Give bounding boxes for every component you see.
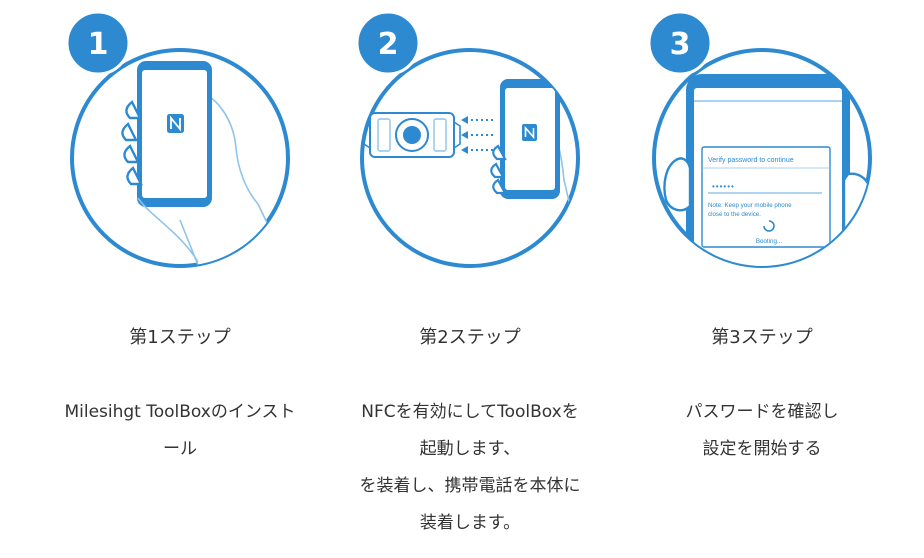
signal-arrows <box>461 116 494 154</box>
step-2: 2 第2ステップ NFCを有効にしてToolBoxを 起動します、 を装着し、携… <box>320 0 620 558</box>
step-3-number-badge: 3 <box>647 10 713 76</box>
step-3-title: 第3ステップ <box>711 327 813 348</box>
dialog-note-line: Note: Keep your mobile phone <box>708 202 792 209</box>
step-3: Verify password to continue •••••• Note:… <box>612 0 912 558</box>
step-1-illustration: 1 <box>65 10 290 268</box>
step-1-title: 第1ステップ <box>129 327 231 348</box>
nfc-icon <box>167 114 184 133</box>
step-2-description-line: 装着します。 <box>419 513 521 533</box>
step-3-illustration: Verify password to continue •••••• Note:… <box>647 10 872 268</box>
step-2-description-line: NFCを有効にしてToolBoxを <box>361 402 579 422</box>
step-1-description-line: ール <box>163 439 197 459</box>
step-1: 1 第1ステップ Milesihgt ToolBoxのインスト ール <box>30 0 330 558</box>
step-1-description-line: Milesihgt ToolBoxのインスト <box>64 402 296 422</box>
step-3-description-line: 設定を開始する <box>702 439 822 459</box>
hand-holding-phone-icon <box>121 61 282 266</box>
step-2-number-badge: 2 <box>355 10 421 76</box>
password-dialog: Verify password to continue •••••• Note:… <box>701 146 831 248</box>
step-3-description: パスワードを確認し 設定を開始する <box>612 394 912 468</box>
step-2-description-line: を装着し、携帯電話を本体に <box>359 476 581 496</box>
step-2-description: NFCを有効にしてToolBoxを 起動します、 を装着し、携帯電話を本体に 装… <box>320 394 620 542</box>
loading-spinner-icon <box>763 220 775 232</box>
step-2-number: 2 <box>378 27 399 62</box>
step-1-number: 1 <box>88 27 109 62</box>
nfc-icon <box>522 124 537 141</box>
step-3-number: 3 <box>670 27 691 62</box>
left-thumb <box>663 157 692 212</box>
step-2-description-line: 起動します、 <box>419 439 521 459</box>
dialog-note-line: close to the device. <box>708 211 761 218</box>
step-1-number-badge: 1 <box>65 10 131 76</box>
step-1-description: Milesihgt ToolBoxのインスト ール <box>30 394 330 468</box>
device-icon <box>363 112 461 158</box>
dialog-status: Booting... <box>756 238 782 245</box>
step-2-illustration: 2 <box>355 10 580 268</box>
dialog-password: •••••• <box>712 182 735 191</box>
step-2-title: 第2ステップ <box>419 327 521 348</box>
dialog-title: Verify password to continue <box>708 157 794 164</box>
step-3-description-line: パスワードを確認し <box>685 402 839 422</box>
